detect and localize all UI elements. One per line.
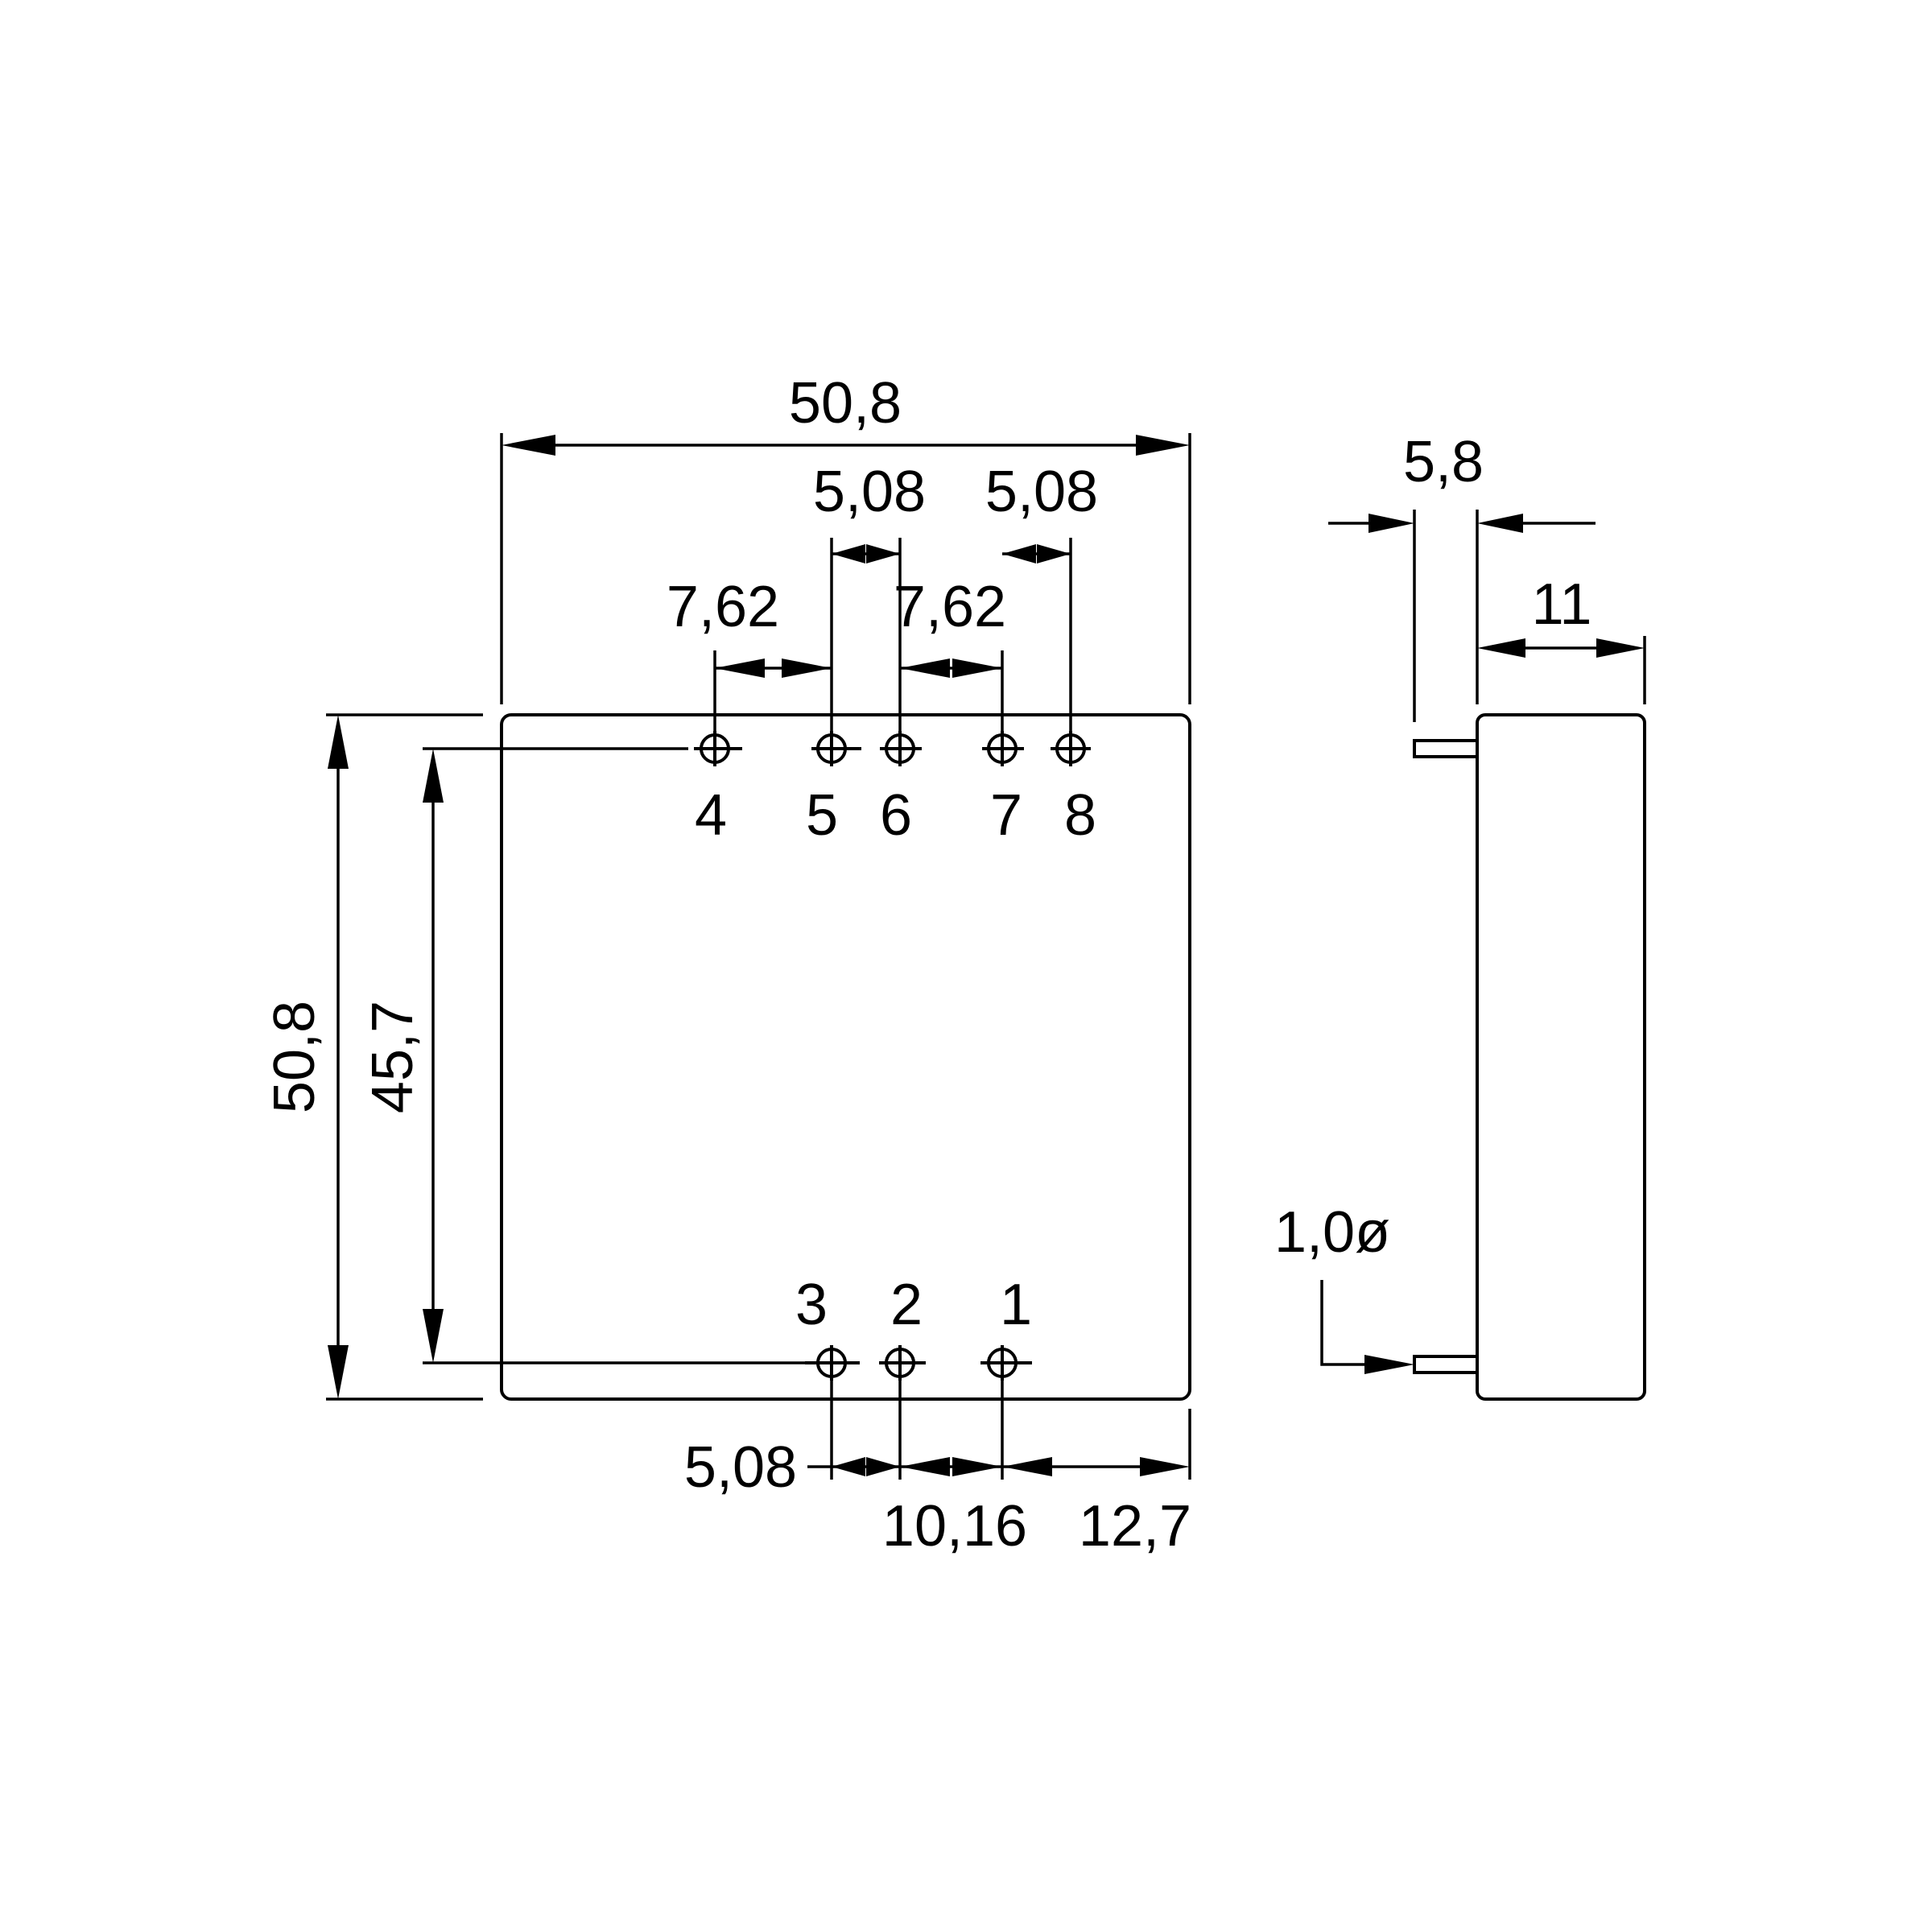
pin-7-label: 7	[990, 783, 1022, 848]
top-pitch-b-label: 5,08	[985, 460, 1098, 524]
pin-4-label: 4	[695, 783, 727, 848]
bottom-pitch-label: 5,08	[684, 1435, 797, 1500]
side-pin-top	[1413, 739, 1479, 758]
pin-length-label: 5,8	[1403, 430, 1484, 494]
pin-diameter-leader: 1,0ø	[1274, 1200, 1414, 1374]
pin-6-label: 6	[880, 783, 912, 848]
depth-dimension: 11	[1477, 572, 1646, 704]
bottom-gap-label: 10,16	[882, 1494, 1027, 1558]
pin-row-spacing-label: 45,7	[361, 1001, 425, 1113]
pin-6	[880, 731, 922, 766]
bottom-pin-row: 3 2 1	[423, 1273, 1032, 1381]
bottom-edge-label: 12,7	[1079, 1494, 1191, 1558]
top-gap-a-label: 7,62	[667, 575, 779, 639]
top-pin-row: 4 5 6 7 8	[423, 731, 1096, 848]
module-outline	[500, 713, 1191, 1401]
front-view: 50,8 5,08 5,08 7,62	[262, 371, 1191, 1558]
pin-2	[879, 1345, 926, 1381]
pin-5	[811, 731, 861, 766]
bottom-dimension-chain: 5,08 10,16 12,7	[684, 1435, 1191, 1558]
pin-diameter-label: 1,0ø	[1274, 1200, 1390, 1265]
pin-2-label: 2	[890, 1273, 923, 1337]
pin-3-label: 3	[795, 1273, 828, 1337]
pin-3	[805, 1345, 860, 1381]
top-pitch-b-dimension: 5,08	[985, 460, 1098, 564]
width-dimension: 50,8	[500, 371, 1191, 704]
top-gap-a-dimension: 7,62	[667, 575, 832, 678]
top-gap-b-dimension: 7,62	[894, 575, 1006, 678]
top-pitch-a-dimension: 5,08	[813, 460, 926, 564]
height-dimension: 50,8	[262, 713, 483, 1401]
side-outline	[1476, 713, 1646, 1401]
height-label: 50,8	[262, 1001, 327, 1113]
pin-row-spacing-dimension: 45,7	[361, 749, 444, 1363]
pin-4	[694, 731, 742, 766]
pin-5-label: 5	[806, 783, 838, 848]
pin-8	[1051, 731, 1091, 766]
pin-7	[982, 731, 1024, 766]
pin-8-label: 8	[1064, 783, 1096, 848]
pin-1	[980, 1345, 1032, 1381]
pin-1-label: 1	[1000, 1273, 1032, 1337]
top-gap-b-label: 7,62	[894, 575, 1006, 639]
width-label: 50,8	[789, 371, 902, 436]
side-pin-bottom	[1413, 1355, 1479, 1374]
top-pitch-a-label: 5,08	[813, 460, 926, 524]
depth-label: 11	[1532, 572, 1592, 637]
pin-length-dimension: 5,8	[1328, 430, 1596, 722]
side-view: 5,8 11 1,0ø	[1274, 430, 1646, 1401]
